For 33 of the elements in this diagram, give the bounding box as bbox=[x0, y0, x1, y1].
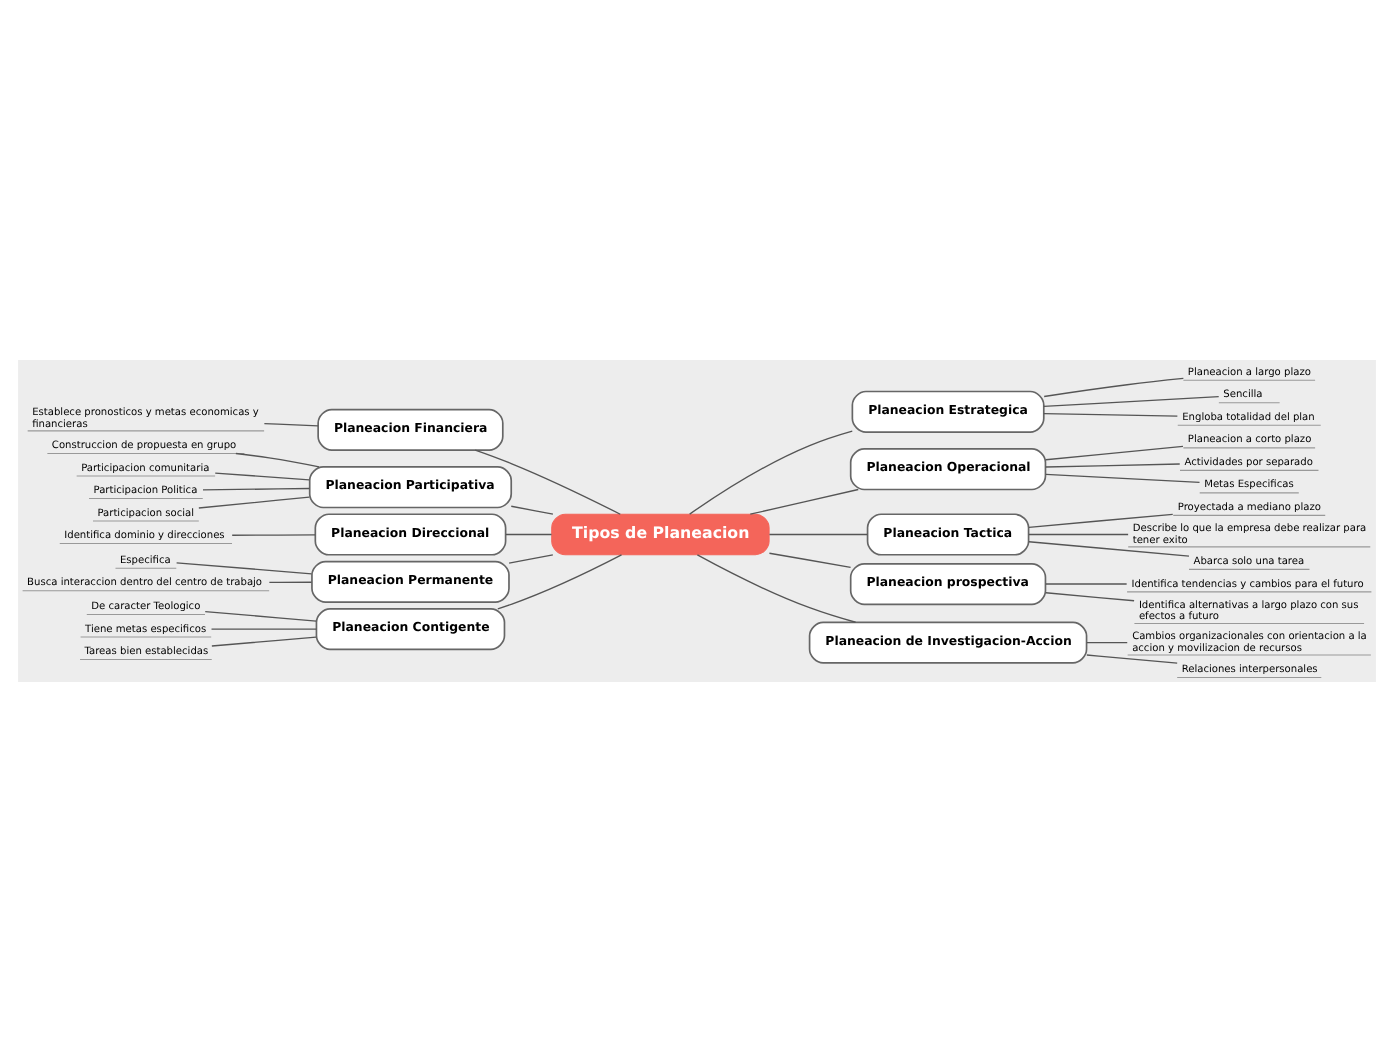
connector bbox=[768, 532, 869, 535]
connector bbox=[231, 533, 316, 535]
connector bbox=[1045, 444, 1184, 460]
connector bbox=[1045, 462, 1181, 467]
connector bbox=[1045, 582, 1128, 584]
connector bbox=[198, 495, 310, 508]
connector bbox=[175, 561, 313, 574]
connector bbox=[263, 421, 319, 426]
connector bbox=[1028, 532, 1129, 535]
connector bbox=[1028, 512, 1174, 527]
connector bbox=[1086, 653, 1178, 663]
connector bbox=[1043, 394, 1220, 407]
connector bbox=[749, 487, 859, 514]
connector bbox=[235, 451, 320, 467]
connector bbox=[1045, 472, 1201, 483]
connector bbox=[214, 471, 310, 480]
connector bbox=[202, 486, 311, 490]
connector bbox=[210, 627, 317, 629]
connector bbox=[211, 635, 317, 646]
connector bbox=[696, 553, 857, 622]
connector bbox=[497, 553, 623, 609]
connector bbox=[1043, 376, 1185, 397]
connector bbox=[1043, 411, 1179, 416]
connector bbox=[768, 551, 852, 567]
connector bbox=[510, 504, 554, 514]
connector bbox=[1086, 640, 1128, 643]
connector bbox=[505, 532, 553, 535]
connector bbox=[204, 609, 317, 621]
connector bbox=[689, 429, 853, 514]
connector bbox=[1028, 540, 1190, 556]
connector bbox=[508, 553, 554, 563]
connector bbox=[268, 580, 313, 583]
connector bbox=[1045, 591, 1135, 601]
